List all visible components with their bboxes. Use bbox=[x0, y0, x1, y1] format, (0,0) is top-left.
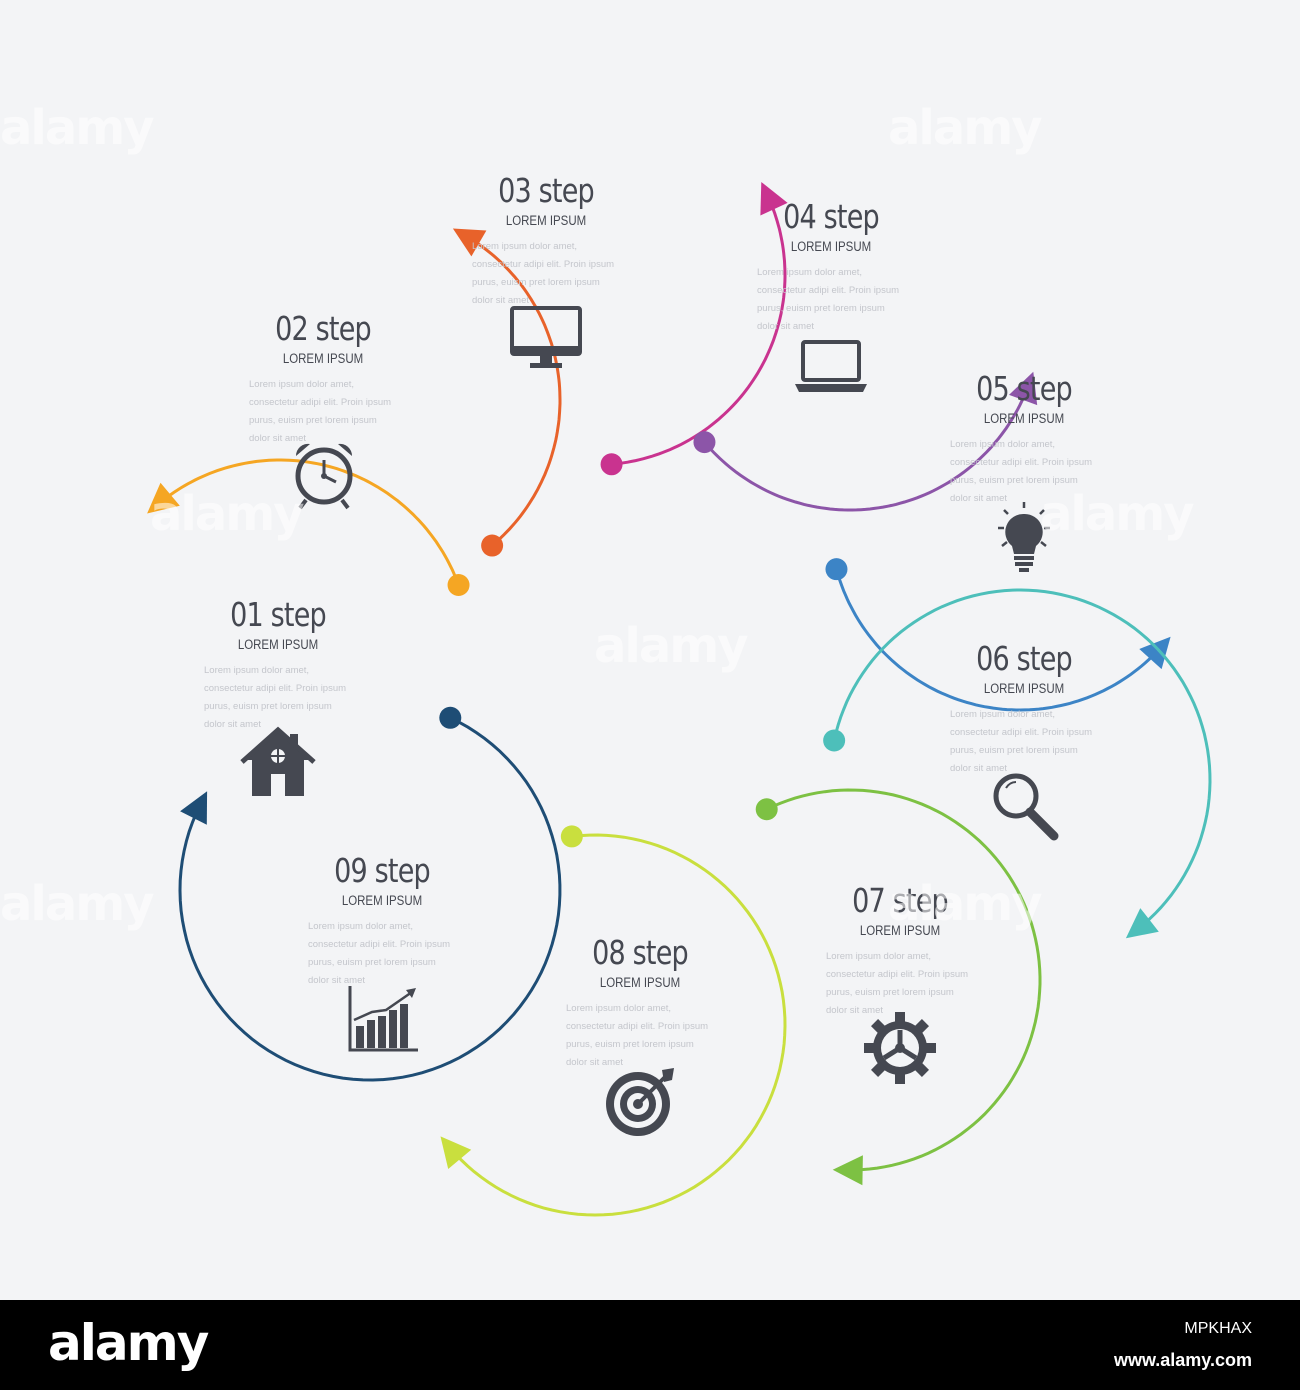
step-05-arrowhead bbox=[1139, 636, 1171, 670]
step-04-text: Lorem ipsum dolor amet, consectetur adip… bbox=[757, 267, 900, 332]
step-09-title: 09 step bbox=[334, 851, 431, 890]
step-08-text: Lorem ipsum dolor amet, consectetur adip… bbox=[566, 1003, 709, 1068]
step-04-title: 04 step bbox=[783, 197, 880, 236]
step-07-start-dot bbox=[755, 798, 778, 821]
step-07-text: Lorem ipsum dolor amet, consectetur adip… bbox=[826, 951, 969, 1016]
step-02-title: 02 step bbox=[275, 309, 372, 348]
step-07-block: 07 step LOREM IPSUM Lorem ipsum dolor am… bbox=[820, 882, 980, 1020]
step-09-arc bbox=[178, 716, 562, 1082]
step-02-block: 02 step LOREM IPSUM Lorem ipsum dolor am… bbox=[243, 310, 403, 448]
step-05-block: 05 step LOREM IPSUM Lorem ipsum dolor am… bbox=[944, 370, 1104, 508]
step-06-arrowhead bbox=[1125, 908, 1159, 939]
step-04-start-dot bbox=[693, 431, 716, 454]
step-02-text: Lorem ipsum dolor amet, consectetur adip… bbox=[249, 379, 392, 444]
step-03-arrowhead bbox=[760, 182, 788, 216]
step-08-title: 08 step bbox=[592, 933, 689, 972]
step-06-block: 06 step LOREM IPSUM Lorem ipsum dolor am… bbox=[944, 640, 1104, 778]
alarm-clock-icon bbox=[295, 443, 353, 510]
step-06-start-dot bbox=[823, 729, 846, 752]
step-05-title: 05 step bbox=[976, 369, 1073, 408]
step-06-arc bbox=[832, 588, 1212, 931]
step-02-arrowhead bbox=[452, 228, 487, 257]
step-08-arc bbox=[448, 833, 787, 1217]
step-07-subtitle: LOREM IPSUM bbox=[859, 923, 941, 938]
watermark-text: alamy bbox=[0, 100, 155, 156]
house-icon bbox=[240, 726, 316, 796]
step-07-title: 07 step bbox=[852, 881, 949, 920]
step-02-start-dot bbox=[481, 534, 504, 557]
step-09-text: Lorem ipsum dolor amet, consectetur adip… bbox=[308, 921, 451, 986]
footer-bar: alamy MPKHAX www.alamy.com bbox=[0, 1300, 1300, 1390]
step-04-arc bbox=[703, 384, 1030, 512]
footer-url: www.alamy.com bbox=[1113, 1350, 1252, 1370]
step-04-arrowhead bbox=[1009, 371, 1038, 406]
step-09-start-dot bbox=[439, 706, 462, 729]
monitor-icon bbox=[510, 306, 582, 368]
step-09-block: 09 step LOREM IPSUM Lorem ipsum dolor am… bbox=[302, 852, 462, 990]
magnifier-icon bbox=[993, 773, 1059, 841]
step-03-block: 03 step LOREM IPSUM Lorem ipsum dolor am… bbox=[466, 172, 626, 310]
lightbulb-icon bbox=[998, 502, 1050, 572]
target-icon bbox=[606, 1068, 674, 1136]
footer-logo: alamy bbox=[48, 1314, 209, 1372]
watermark-text: alamy bbox=[594, 618, 749, 674]
step-06-subtitle: LOREM IPSUM bbox=[983, 681, 1065, 696]
watermark-text: alamy bbox=[1040, 486, 1195, 542]
step-05-start-dot bbox=[825, 558, 848, 581]
step-08-subtitle: LOREM IPSUM bbox=[599, 975, 681, 990]
watermark-text: alamy bbox=[150, 486, 305, 542]
step-03-start-dot bbox=[600, 453, 623, 476]
step-01-block: 01 step LOREM IPSUM Lorem ipsum dolor am… bbox=[198, 596, 358, 734]
step-03-arc bbox=[611, 194, 787, 466]
step-02-arc bbox=[464, 234, 562, 547]
step-05-arc bbox=[835, 568, 1163, 712]
step-06-title: 06 step bbox=[976, 639, 1073, 678]
step-05-subtitle: LOREM IPSUM bbox=[983, 411, 1065, 426]
diagram-canvas bbox=[147, 182, 1212, 1217]
watermark-text: alamy bbox=[0, 876, 155, 932]
step-01-title: 01 step bbox=[230, 595, 327, 634]
step-07-arc bbox=[766, 788, 1042, 1172]
step-09-subtitle: LOREM IPSUM bbox=[341, 893, 423, 908]
step-03-text: Lorem ipsum dolor amet, consectetur adip… bbox=[472, 241, 615, 306]
laptop-icon bbox=[795, 340, 867, 392]
step-09-arrowhead bbox=[180, 791, 208, 825]
watermark-text: alamy bbox=[888, 876, 1043, 932]
step-04-subtitle: LOREM IPSUM bbox=[790, 239, 872, 254]
step-08-arrowhead bbox=[440, 1136, 472, 1169]
watermark-text: alamy bbox=[888, 100, 1043, 156]
step-01-text: Lorem ipsum dolor amet, consectetur adip… bbox=[204, 665, 347, 730]
step-01-start-dot bbox=[447, 574, 470, 597]
step-01-arc bbox=[156, 458, 460, 586]
step-08-block: 08 step LOREM IPSUM Lorem ipsum dolor am… bbox=[560, 934, 720, 1072]
step-08-start-dot bbox=[560, 825, 583, 848]
gear-icon bbox=[864, 1012, 936, 1084]
step-01-arrowhead bbox=[147, 482, 180, 514]
step-02-subtitle: LOREM IPSUM bbox=[282, 351, 364, 366]
step-05-text: Lorem ipsum dolor amet, consectetur adip… bbox=[950, 439, 1093, 504]
step-04-block: 04 step LOREM IPSUM Lorem ipsum dolor am… bbox=[751, 198, 911, 336]
step-03-title: 03 step bbox=[498, 171, 595, 210]
step-03-subtitle: LOREM IPSUM bbox=[505, 213, 587, 228]
step-07-arrowhead bbox=[832, 1155, 863, 1186]
step-01-subtitle: LOREM IPSUM bbox=[237, 637, 319, 652]
footer-image-id: MPKHAX bbox=[1184, 1320, 1252, 1337]
bar-chart-icon bbox=[348, 986, 418, 1052]
step-06-text: Lorem ipsum dolor amet, consectetur adip… bbox=[950, 709, 1093, 774]
